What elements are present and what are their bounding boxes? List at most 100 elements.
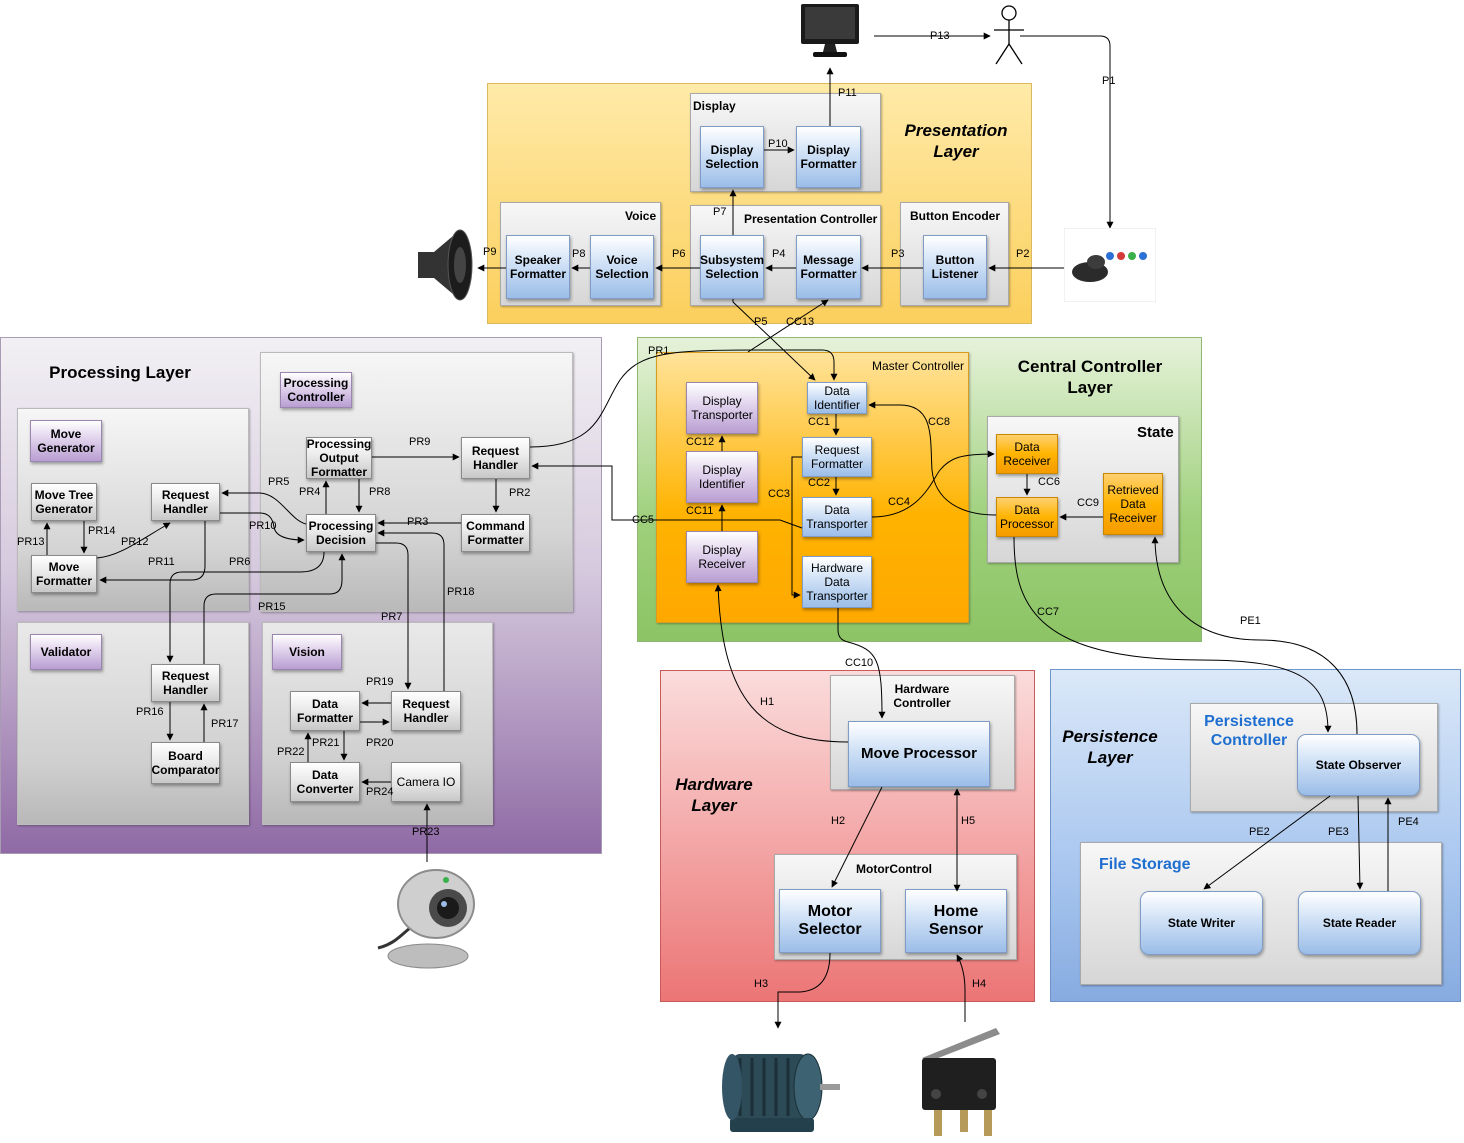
label-pr18: PR18 (447, 586, 475, 598)
label-cc7: CC7 (1037, 606, 1060, 618)
hardware-data-transporter[interactable]: Hardware Data Transporter (802, 556, 872, 608)
label-p2: P2 (1016, 248, 1030, 260)
move-formatter[interactable]: Move Formatter (31, 555, 97, 593)
label-h2: H2 (831, 815, 846, 827)
label-pr1: PR1 (648, 345, 670, 357)
motor-selector[interactable]: Motor Selector (779, 889, 881, 953)
label-cc11: CC11 (686, 505, 714, 517)
label-pr21: PR21 (312, 737, 340, 749)
validator-label: Validator (30, 634, 102, 670)
button-listener[interactable]: Button Listener (923, 235, 987, 299)
hardware-layer-title: Hardware Layer (675, 775, 753, 815)
data-converter[interactable]: Data Converter (290, 762, 360, 802)
voice-selection[interactable]: Voice Selection (590, 235, 654, 299)
message-formatter[interactable]: Message Formatter (796, 235, 861, 299)
label-p5: P5 (754, 316, 768, 328)
subsystem-selection[interactable]: Subsystem Selection (700, 235, 764, 299)
label-pr20: PR20 (366, 737, 394, 749)
vision-label: Vision (272, 634, 342, 670)
board-comparator[interactable]: Board Comparator (151, 742, 220, 784)
state-reader[interactable]: State Reader (1298, 891, 1421, 955)
processing-controller-label: Processing Controller (280, 372, 352, 408)
label-cc3: CC3 (768, 488, 791, 500)
wire-pe2 (1203, 795, 1331, 890)
wire-cc3 (791, 456, 802, 599)
retrieved-data-receiver[interactable]: Retrieved Data Receiver (1103, 473, 1163, 535)
hardware-controller-label: Hardware Controller (880, 682, 964, 710)
label-pr24: PR24 (366, 786, 394, 798)
display-identifier[interactable]: Display Identifier (686, 451, 758, 503)
label-pr17: PR17 (211, 718, 239, 730)
label-pr8: PR8 (369, 486, 391, 498)
webcam-icon (377, 869, 475, 969)
validator-request-handler[interactable]: Request Handler (151, 664, 220, 702)
user-icon (994, 5, 1024, 65)
wire-cc10 (837, 608, 886, 719)
move-processor[interactable]: Move Processor (848, 721, 990, 787)
label-h3: H3 (754, 978, 769, 990)
move-tree-generator[interactable]: Move Tree Generator (31, 483, 97, 521)
wire-pr6 (166, 551, 325, 663)
label-pr5: PR5 (268, 476, 290, 488)
request-formatter[interactable]: Request Formatter (802, 437, 872, 477)
processing-request-handler[interactable]: Request Handler (461, 437, 530, 479)
wire-h3 (774, 952, 831, 1029)
label-cc10: CC10 (845, 657, 874, 669)
label-p4: P4 (772, 248, 786, 260)
label-pr23: PR23 (412, 826, 440, 838)
label-pe3: PE3 (1328, 826, 1349, 838)
label-p11: P11 (838, 87, 857, 99)
label-cc8: CC8 (928, 416, 951, 428)
data-formatter[interactable]: Data Formatter (290, 691, 360, 731)
processing-layer-title: Processing Layer (49, 363, 191, 382)
home-sensor[interactable]: Home Sensor (905, 889, 1007, 953)
data-transporter[interactable]: Data Transporter (802, 497, 872, 537)
label-pr15: PR15 (258, 601, 286, 613)
wire-pr15 (203, 553, 346, 664)
wire-p1 (1020, 35, 1114, 229)
camera-io[interactable]: Camera IO (391, 762, 461, 802)
hardware-controller-label-text: Hardware Controller (893, 682, 951, 710)
display-formatter[interactable]: Display Formatter (796, 126, 861, 188)
display-receiver[interactable]: Display Receiver (686, 531, 758, 583)
wire-pe1 (1151, 536, 1358, 735)
label-cc13: CC13 (786, 316, 815, 328)
display-selection[interactable]: Display Selection (700, 126, 764, 188)
wire-pr12 (96, 522, 171, 559)
data-receiver[interactable]: Data Receiver (996, 434, 1058, 474)
move-generator-request-handler[interactable]: Request Handler (151, 483, 220, 521)
display-transporter[interactable]: Display Transporter (686, 382, 758, 434)
wire-cc5 (531, 462, 803, 529)
label-p6: P6 (672, 248, 686, 260)
label-p3: P3 (891, 248, 905, 260)
data-processor[interactable]: Data Processor (996, 497, 1058, 537)
label-pr13: PR13 (17, 536, 45, 548)
wire-cc13 (747, 299, 829, 353)
display-subsystem-label: Display (693, 99, 736, 113)
processing-decision[interactable]: Processing Decision (306, 514, 376, 552)
command-formatter[interactable]: Command Formatter (461, 514, 530, 552)
state-writer[interactable]: State Writer (1140, 891, 1263, 955)
state-subsystem-label: State (1137, 424, 1174, 441)
speaker-icon (418, 229, 473, 301)
label-pe1: PE1 (1240, 615, 1261, 627)
label-p13: P13 (930, 30, 950, 42)
state-observer[interactable]: State Observer (1297, 734, 1420, 796)
wire-h4 (956, 954, 966, 1022)
processing-output-formatter[interactable]: Processing Output Formatter (306, 437, 372, 479)
label-pr16: PR16 (136, 706, 164, 718)
file-storage-label: File Storage (1099, 856, 1191, 873)
label-pr7: PR7 (381, 611, 403, 623)
label-h1: H1 (760, 696, 775, 708)
vision-request-handler[interactable]: Request Handler (391, 691, 461, 731)
master-controller-label: Master Controller (872, 359, 965, 373)
speaker-formatter[interactable]: Speaker Formatter (506, 235, 570, 299)
presentation-controller-label: Presentation Controller (744, 212, 878, 226)
joystick-buttons-icon (1064, 228, 1156, 302)
presentation-layer-title: Presentation Layer (904, 121, 1008, 161)
label-p8: P8 (572, 248, 586, 260)
label-cc4: CC4 (888, 496, 911, 508)
wire-pr11 (99, 521, 206, 584)
data-identifier[interactable]: Data Identifier (807, 382, 867, 414)
